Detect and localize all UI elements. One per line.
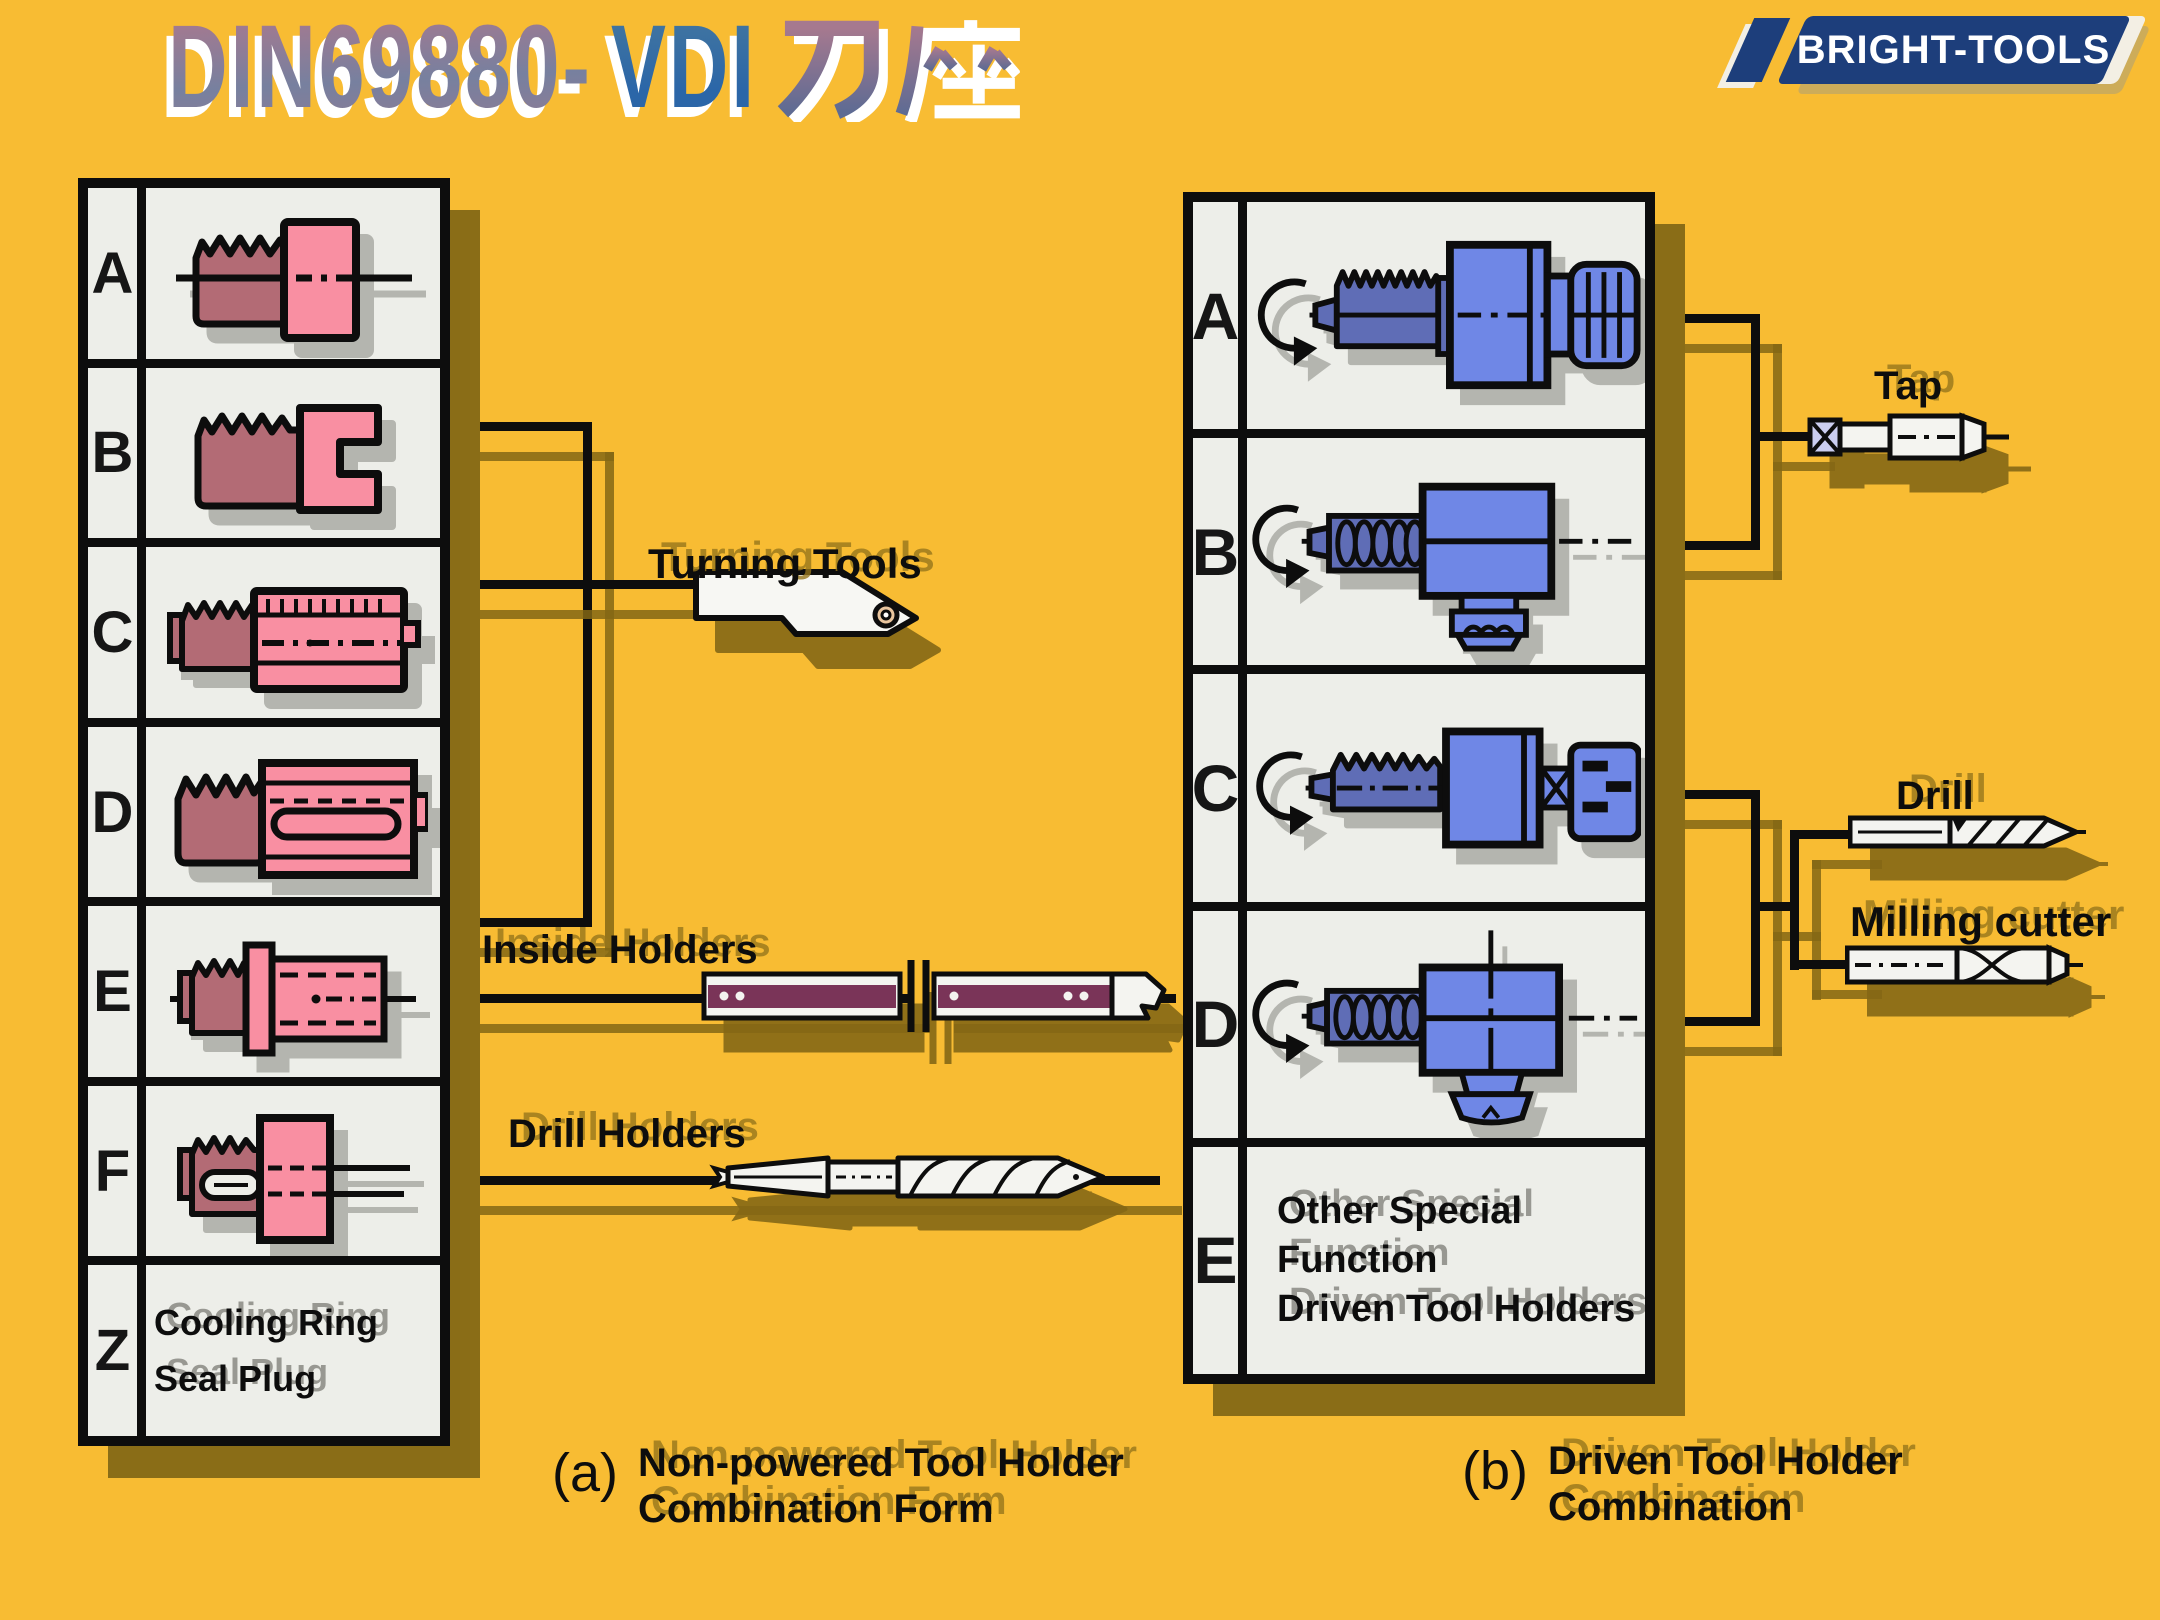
caption-b: (b) Driven Tool Holder Combination	[1462, 1438, 1903, 1530]
holder-type-d-icon	[174, 759, 428, 880]
row-letter: D	[88, 726, 146, 898]
holder-type-b-icon	[194, 403, 382, 514]
title-cjk-daozuo-icon	[777, 12, 1021, 122]
non-powered-holder-table: A B C	[78, 178, 450, 1446]
connector-line	[1650, 790, 1760, 799]
table-row: B	[88, 367, 440, 548]
brand-logo: BRIGHT-TOOLS	[1725, 16, 2132, 86]
caption-b-line2: Combination	[1548, 1485, 1793, 1529]
row-letter: E	[88, 906, 146, 1077]
connector-line	[452, 994, 908, 1003]
logo-slash-icon	[1725, 18, 1791, 82]
table-row: E Other Special Function Driven Tool Hol…	[1193, 1146, 1645, 1375]
title-vdi: VDI	[604, 8, 757, 136]
page-title: DIN69880- VDI	[161, 8, 1021, 136]
holder-type-a-icon	[176, 218, 412, 343]
row-letter: D	[1192, 910, 1247, 1138]
caption-b-index: (b)	[1462, 1441, 1528, 1501]
drill-holders-label: Drill Holders	[508, 1112, 746, 1156]
connector-line	[452, 918, 592, 927]
holder-type-e-icon	[170, 941, 416, 1057]
connector-line	[452, 422, 592, 431]
connector-line	[1650, 314, 1760, 323]
milling-cutter-label: Milling cutter	[1850, 898, 2112, 945]
turning-tools-label: Turning Tools	[648, 540, 922, 587]
driven-holder-b-icon	[1252, 483, 1638, 652]
connector-line	[1650, 541, 1760, 550]
holder-type-c-icon	[167, 587, 421, 694]
driven-holder-a-icon	[1257, 241, 1641, 390]
table-row: F	[88, 1085, 440, 1266]
connector-line	[1751, 902, 1799, 911]
row-letter: B	[88, 367, 146, 539]
caption-b-line1: Driven Tool Holder	[1548, 1439, 1903, 1483]
row-letter: F	[88, 1085, 146, 1257]
table-row: Z Cooling Ring Seal Plug	[88, 1265, 440, 1437]
row-letter: C	[1192, 674, 1247, 902]
cooling-ring-seal-plug-text: Cooling Ring Seal Plug	[154, 1301, 378, 1399]
row-letter: A	[1192, 202, 1247, 430]
inside-holders-label: Inside Holders	[482, 928, 758, 972]
table-row: A	[88, 188, 440, 368]
connector-line	[583, 422, 592, 927]
connector-line	[452, 580, 704, 589]
caption-a-index: (a)	[552, 1443, 618, 1503]
driven-holder-d-icon	[1252, 930, 1638, 1126]
table-row: C	[88, 547, 440, 727]
table-row: C	[1192, 674, 1645, 911]
caption-a: (a) Non-powered Tool Holder Combination …	[552, 1440, 1124, 1532]
table-row: D	[88, 726, 440, 907]
row-letter: A	[88, 188, 146, 359]
drill-icon	[1848, 815, 2086, 849]
table-row: B	[1192, 438, 1645, 675]
row-letter: C	[88, 547, 146, 718]
other-special-function-text: Other Special Function Driven Tool Holde…	[1277, 1190, 1636, 1330]
row-letter: B	[1192, 438, 1247, 666]
connector-line	[1790, 830, 1860, 839]
drill-holders-drill-icon	[709, 1155, 1106, 1199]
connector-line	[1790, 960, 1860, 969]
row-letter: Z	[88, 1265, 146, 1437]
driven-holder-table: A B	[1183, 192, 1655, 1384]
tap-label: Tap	[1874, 364, 1943, 408]
table-row: D	[1192, 910, 1645, 1147]
tap-icon	[1807, 412, 2009, 462]
row-letter: E	[1193, 1146, 1247, 1375]
driven-holder-c-icon	[1256, 727, 1641, 848]
inside-holders-icon	[701, 960, 1167, 1032]
table-row: E	[88, 906, 440, 1086]
milling-cutter-icon	[1845, 944, 2083, 986]
connector-line	[1790, 830, 1799, 970]
turning-tool-icon	[693, 569, 919, 637]
caption-a-line2: Combination Form	[638, 1487, 994, 1531]
holder-type-f-icon	[177, 1114, 410, 1245]
connector-line	[1650, 1017, 1760, 1026]
caption-a-line1: Non-powered Tool Holder	[638, 1441, 1124, 1485]
drill-label: Drill	[1896, 774, 1974, 818]
table-row: A	[1192, 202, 1645, 439]
title-din: DIN69880-	[161, 8, 593, 136]
logo-badge: BRIGHT-TOOLS	[1776, 16, 2132, 84]
connector-line	[1751, 432, 1813, 441]
logo-text: BRIGHT-TOOLS	[1797, 27, 2111, 72]
